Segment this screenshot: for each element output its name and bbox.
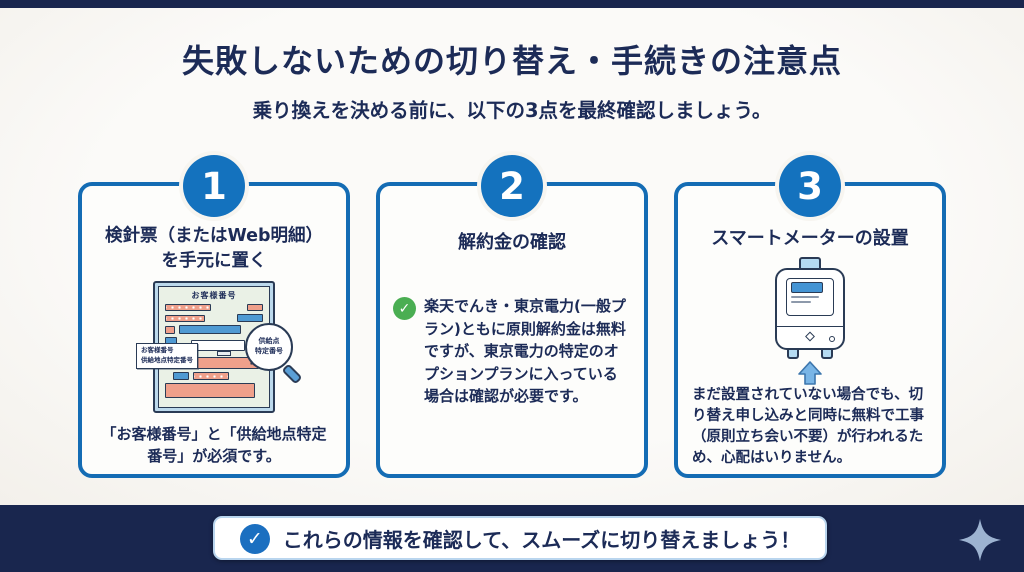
check-icon: ✓ [393, 297, 416, 321]
top-bar [0, 0, 1024, 8]
card-cancellation-fee: 2 解約金の確認 ✓ 楽天でんき・東京電力(一般プラン)ともに原則解約金は無料で… [376, 155, 648, 478]
slip-label-connector [217, 351, 231, 356]
meter-screen [786, 278, 835, 343]
card-meter-slip: 1 検針票（またはWeb明細） を手元に置く お客様番号 [78, 155, 350, 478]
card-2-title: 解約金の確認 [458, 232, 566, 253]
meter-diamond [805, 331, 815, 342]
check-icon: ✓ [239, 524, 270, 554]
step-1-badge: 1 [183, 155, 245, 217]
page-title: 失敗しないための切り替え・手続きの注意点 [181, 42, 842, 80]
card-1-title-line1: 検針票（またはWeb明細） [104, 226, 324, 246]
slip-header: お客様番号 [191, 291, 237, 300]
main-area: 失敗しないための切り替え・手続きの注意点 乗り換えを決める前に、以下の3点を最終… [0, 8, 1024, 505]
slip-row [165, 314, 263, 322]
cards-row: 1 検針票（またはWeb明細） を手元に置く お客様番号 [0, 155, 1024, 478]
card-smart-meter: 3 スマートメーターの設置 [674, 155, 946, 478]
slip-label-line1: お客様番号 [141, 346, 174, 354]
footer-banner-text: これらの情報を確認して、スムーズに切り替えましょう！ [282, 527, 801, 552]
card-2-body-text: 楽天でんき・東京電力(一般プラン)ともに原則解約金は無料ですが、東京電力の特定の… [424, 297, 626, 406]
card-1-title-line2: を手元に置く [161, 250, 267, 271]
step-3-badge: 3 [779, 155, 841, 217]
slip-row [165, 383, 263, 398]
card-3-title: スマートメーターの設置 [711, 228, 909, 249]
card-1-caption: 「お客様番号」と「供給地点特定番号」が必須です。 [101, 425, 327, 465]
slip-number-label: お客様番号 供給地点特定番号 [136, 343, 198, 369]
card-2-body: ✓ 楽天でんき・東京電力(一般プラン)ともに原則解約金は無料ですが、東京電力の特… [380, 295, 644, 408]
magnifier-text-line2: 特定番号 [255, 347, 283, 355]
page-subtitle: 乗り換えを決める前に、以下の3点を最終確認しましょう。 [252, 99, 772, 122]
sparkle-icon [958, 518, 1002, 562]
slip-label-line2: 供給地点特定番号 [141, 355, 193, 364]
meter-dot [829, 336, 835, 343]
magnifier-handle [281, 363, 303, 385]
slip-row [165, 304, 263, 311]
magnifier-icon: 供給点 特定番号 [245, 323, 303, 385]
card-1-title: 検針票（またはWeb明細） を手元に置く [82, 224, 346, 273]
slip-panel: お客様番号 [158, 286, 270, 408]
up-arrow-icon [798, 361, 822, 385]
card-3-body-text: まだ設置されていない場合でも、切り替え申し込みと同時に無料で工事（原則立ち会い不… [692, 387, 924, 467]
slip-row [165, 325, 263, 334]
bottom-bar: ✓ これらの情報を確認して、スムーズに切り替えましょう！ [0, 505, 1024, 572]
footer-banner: ✓ これらの情報を確認して、スムーズに切り替えましょう！ [213, 516, 827, 560]
magnifier-text-line1: 供給点 [258, 337, 280, 346]
smart-meter-illustration [760, 257, 860, 385]
meter-body [775, 268, 845, 351]
slip-row [165, 372, 263, 380]
step-2-badge: 2 [481, 155, 543, 217]
meter-slip-illustration: お客様番号 [136, 281, 303, 413]
magnifier-lens: 供給点 特定番号 [245, 323, 293, 371]
meter-display [791, 282, 823, 294]
